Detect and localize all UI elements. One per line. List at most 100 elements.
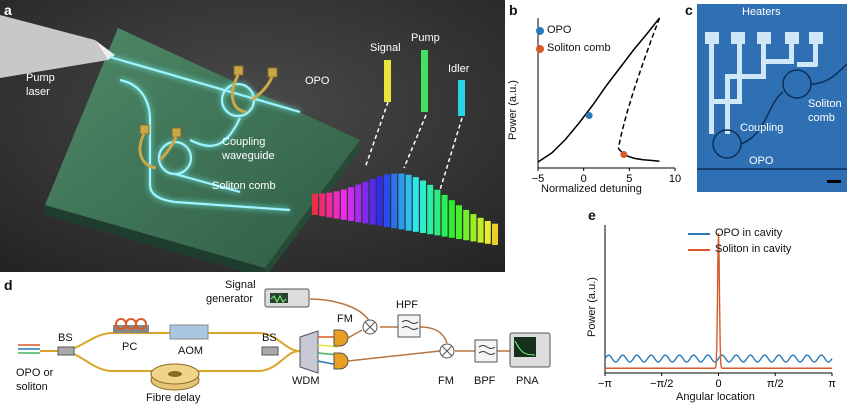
ylabel-e: Power (a.u.)	[585, 277, 598, 337]
comb-line	[348, 187, 354, 221]
x-tick-label-b: 0	[581, 173, 587, 185]
comb-line	[326, 192, 333, 218]
pc-label: PC	[122, 341, 138, 353]
comb-line	[412, 177, 419, 232]
comb-line	[427, 184, 434, 235]
wdm-label: WDM	[292, 375, 320, 387]
panel-d: d	[0, 275, 570, 407]
panel-a-illustration	[0, 0, 505, 272]
comb-line	[470, 214, 477, 242]
pump-bar	[421, 50, 428, 112]
aom-device	[169, 324, 209, 340]
pc-device	[113, 318, 149, 333]
series-b-1	[617, 17, 661, 149]
comb-line	[391, 173, 398, 229]
fibre-delay-spool	[150, 363, 200, 391]
bpf-label: BPF	[474, 375, 496, 387]
signal-generator-label-1: Signal	[225, 279, 256, 291]
hpf-box	[397, 314, 421, 338]
chart-b: −5 0 5 10	[532, 17, 681, 185]
source-label-1: OPO or	[16, 367, 54, 379]
comb-line	[420, 180, 426, 233]
fibre-tip	[0, 15, 108, 78]
comb-line	[384, 174, 390, 227]
panel-label-a: a	[4, 2, 12, 18]
pump-laser-label-2: laser	[26, 86, 50, 98]
x-tick-label-e: π	[828, 378, 836, 390]
series-e-soliton	[605, 232, 832, 369]
bs1	[57, 346, 75, 356]
coupling-label-1: Coupling	[222, 136, 266, 148]
fm1-label: FM	[337, 313, 353, 325]
marker-b-0	[585, 112, 593, 119]
fm2-label: FM	[438, 375, 454, 387]
panel-label-e: e	[588, 207, 596, 223]
comb-spectrum	[312, 173, 498, 245]
setup-diagram	[18, 288, 551, 391]
comb-line	[369, 178, 376, 225]
comb-line	[333, 191, 340, 219]
pna-label: PNA	[516, 375, 539, 387]
bs1-label: BS	[58, 332, 73, 344]
comb-line	[456, 205, 462, 239]
marker-b-1	[620, 151, 628, 158]
x-tick-label-e: π/2	[767, 378, 784, 390]
legend-b-dot-0	[536, 27, 544, 35]
panel-c: c Heaters Coupling Soliton comb OPO	[685, 0, 850, 200]
signal-bar	[384, 60, 391, 102]
ylabel-b: Power (a.u.)	[506, 80, 519, 140]
chip-top	[45, 28, 360, 268]
coupling-label-2: waveguide	[222, 150, 275, 162]
coupling-c-label: Coupling	[740, 122, 784, 134]
fibre-delay-label: Fibre delay	[146, 392, 201, 404]
comb-line	[477, 217, 484, 243]
comb-line	[448, 200, 455, 238]
opo-c-label: OPO	[749, 155, 774, 167]
pump-laser-label-1: Pump	[26, 72, 55, 84]
panel-label-d: d	[4, 277, 13, 293]
hpf-label: HPF	[396, 299, 418, 311]
comb-line	[405, 174, 412, 231]
wdm-device	[299, 330, 339, 374]
signal-label: Signal	[370, 42, 401, 54]
legend-e-soliton: Soliton in cavity	[715, 243, 792, 255]
idler-bar	[458, 80, 465, 116]
idler-label: Idler	[448, 63, 470, 75]
panel-label-b: b	[509, 2, 518, 18]
comb-line	[312, 193, 318, 215]
chart-e: −π −π/2 0 π/2 π	[598, 225, 836, 390]
series-b-0	[537, 17, 661, 163]
comb-line	[376, 176, 383, 226]
soliton-c-label-2: comb	[808, 112, 835, 124]
bpf-box	[474, 339, 498, 363]
x-tick-label-e: −π	[598, 378, 612, 390]
panel-e: e −π −π/2 0 π/2 π OPO in cavity Soliton in c…	[570, 205, 850, 407]
x-tick-label-b: −5	[532, 173, 545, 185]
x-tick-label-e: −π/2	[650, 378, 673, 390]
signal-generator-label-2: generator	[206, 293, 254, 305]
comb-line	[362, 181, 369, 224]
x-tick-label-e: 0	[715, 378, 721, 390]
bs2	[261, 346, 279, 356]
pump-label: Pump	[411, 32, 440, 44]
series-e-opo	[604, 354, 833, 363]
photodiode-1	[333, 329, 349, 347]
comb-line	[355, 184, 362, 223]
panel-a: a Pump laser OPO Coupling waveguide Soli…	[0, 0, 505, 272]
legend-e-opo: OPO in cavity	[715, 227, 783, 239]
aom-label: AOM	[178, 345, 204, 357]
comb-line	[492, 223, 498, 245]
x-tick-label-b: 10	[669, 173, 681, 185]
source-label-2: soliton	[16, 381, 48, 393]
xlabel-b: Normalized detuning	[541, 183, 642, 195]
opo-label: OPO	[305, 75, 330, 87]
legend-b-opo: OPO	[547, 24, 572, 36]
soliton-comb-label: Soliton comb	[212, 180, 276, 192]
chip-side	[45, 205, 265, 272]
micrograph	[697, 4, 847, 192]
legend-b-dot-1	[536, 45, 544, 53]
x-tick-label-b: 5	[626, 173, 632, 185]
comb-line	[434, 189, 441, 236]
bs2-label: BS	[262, 332, 277, 344]
